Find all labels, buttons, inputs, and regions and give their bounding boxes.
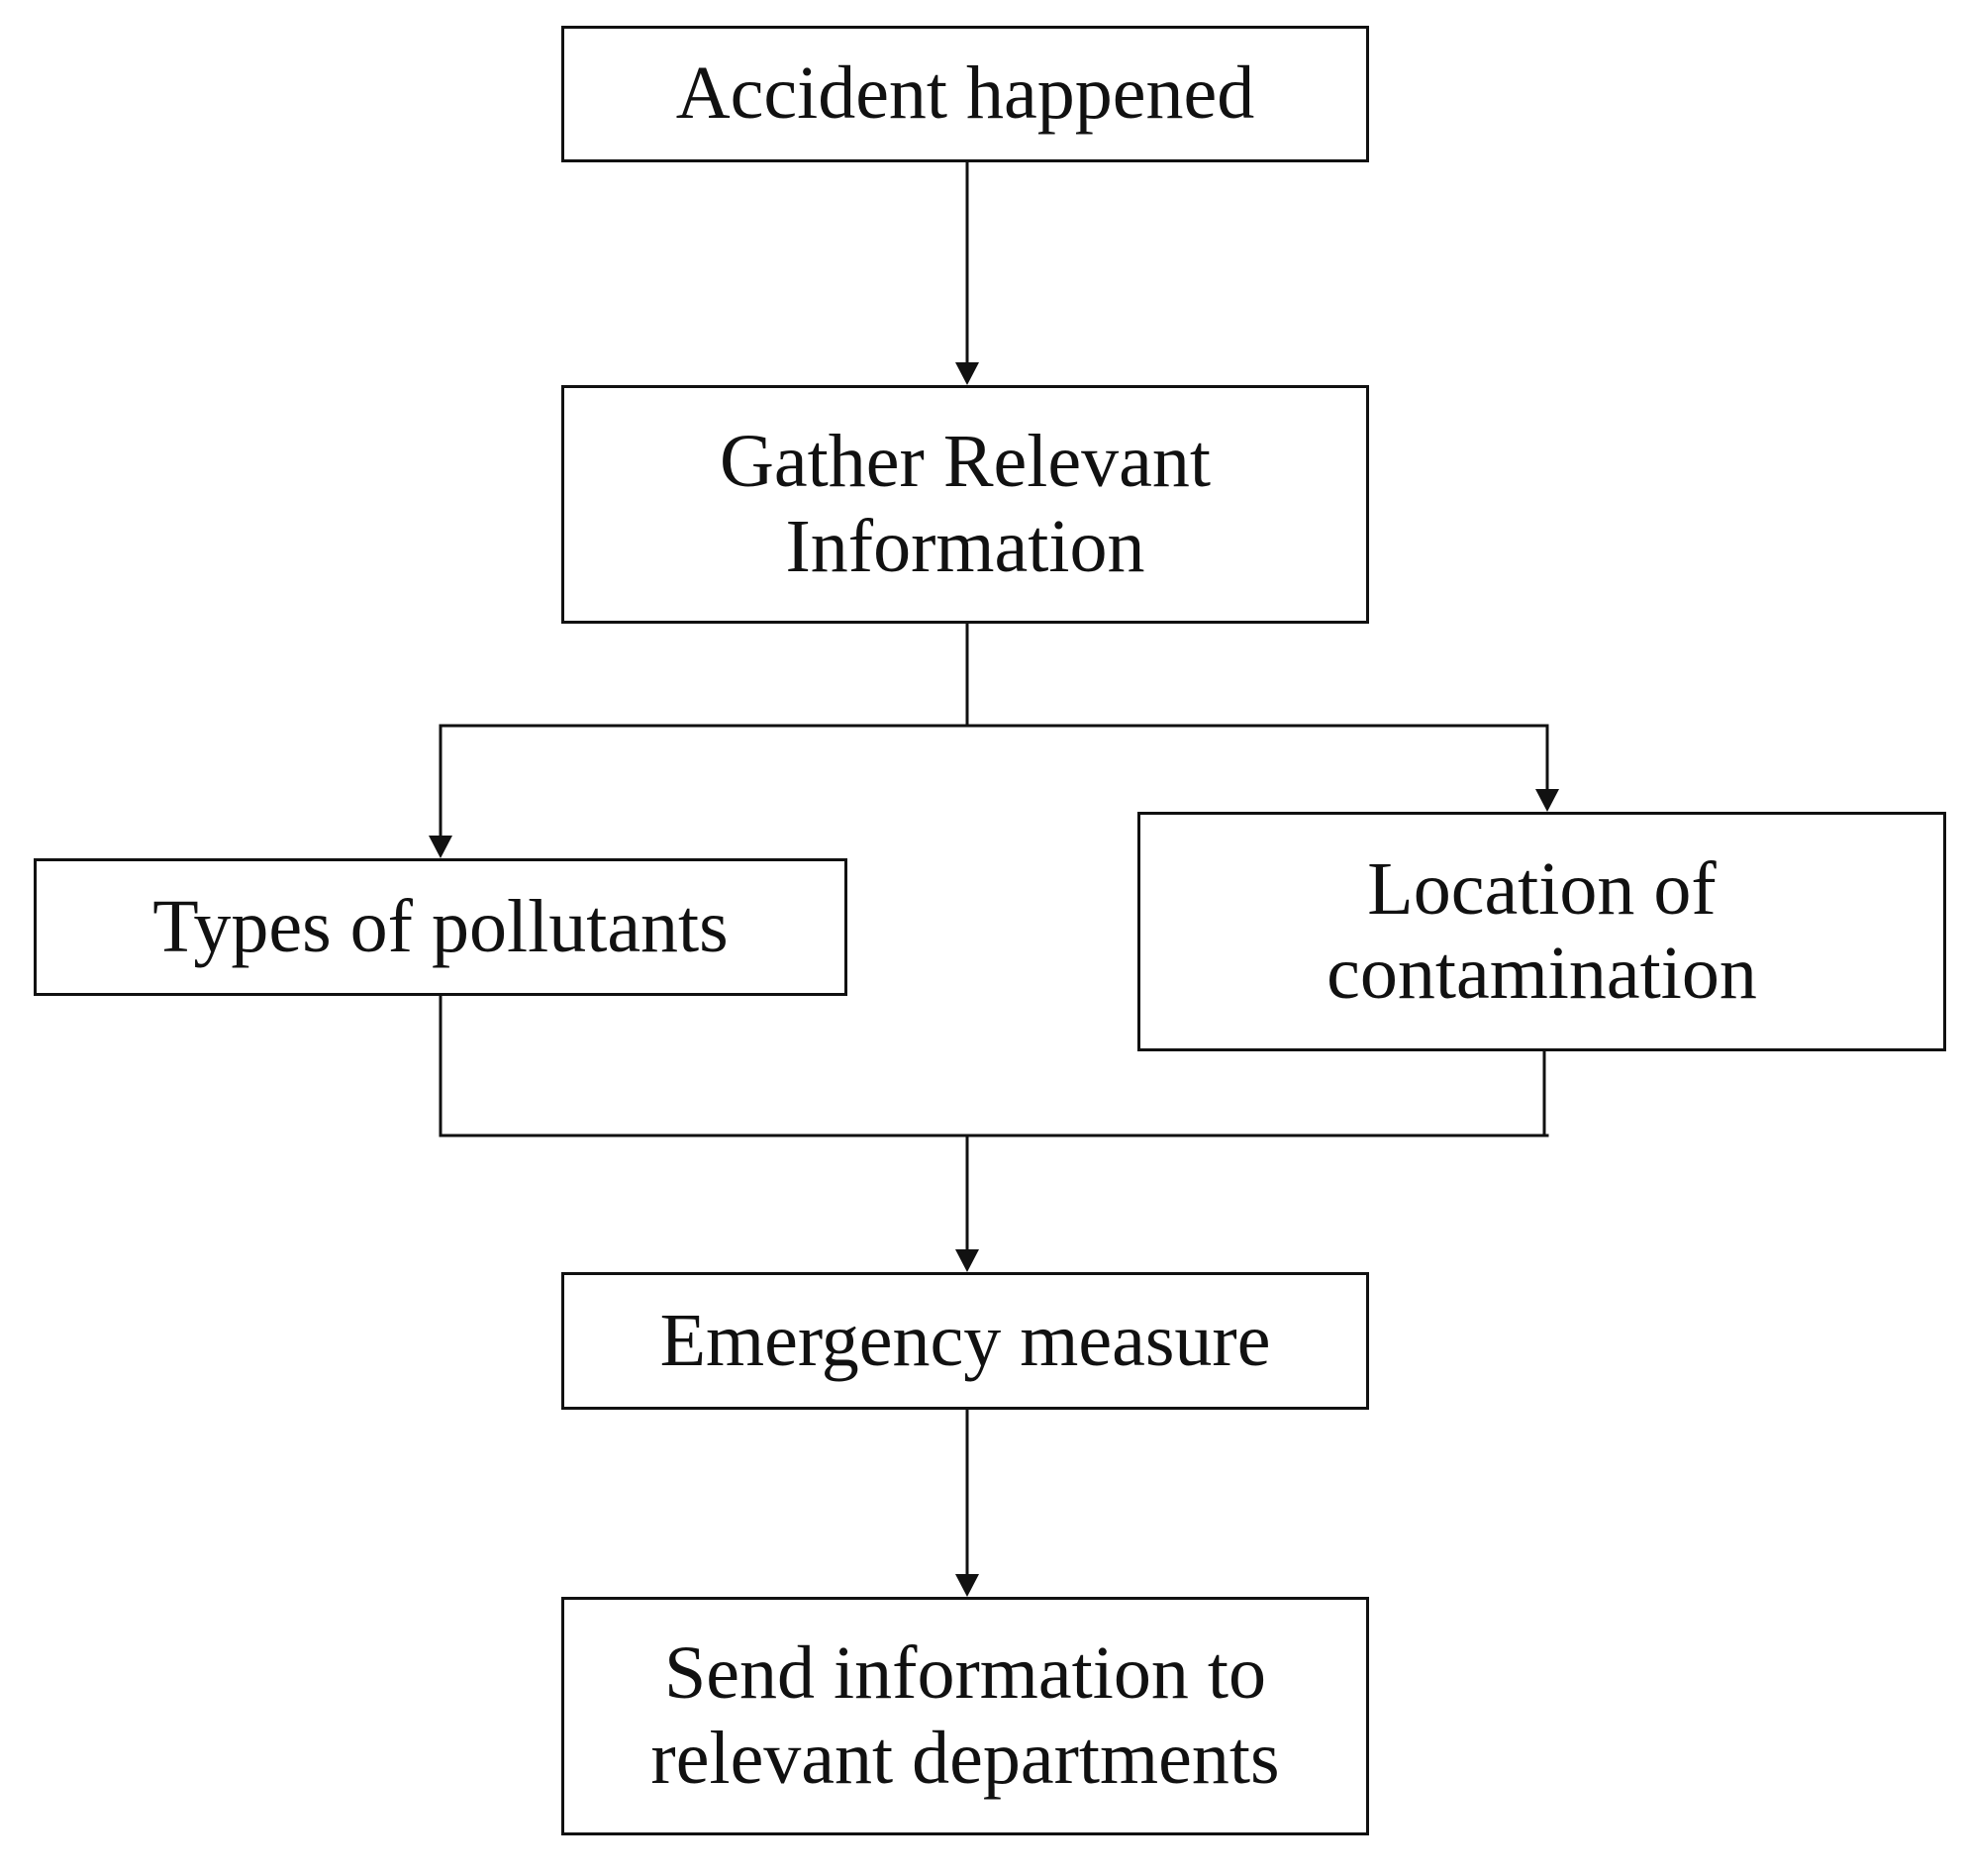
node-location-of-contamination: Location of contamination [1137,812,1946,1051]
node-location-of-contamination-label: Location of contamination [1327,846,1757,1015]
node-send-information-label: Send information to relevant departments [650,1631,1280,1800]
node-gather-relevant-information-label: Gather Relevant Information [720,420,1211,588]
node-accident-happened-label: Accident happened [675,51,1255,136]
arrowhead-to-location [1535,789,1559,812]
node-types-of-pollutants: Types of pollutants [34,858,847,996]
arrowhead-to-gather [955,362,979,385]
node-accident-happened: Accident happened [561,26,1369,162]
node-types-of-pollutants-label: Types of pollutants [152,884,729,968]
arrowhead-to-send [955,1574,979,1597]
node-emergency-measure: Emergency measure [561,1272,1369,1410]
node-send-information: Send information to relevant departments [561,1597,1369,1835]
arrowhead-to-pollutants [429,836,452,858]
node-gather-relevant-information: Gather Relevant Information [561,385,1369,624]
arrowhead-to-emergency [955,1249,979,1272]
node-emergency-measure-label: Emergency measure [659,1298,1271,1382]
